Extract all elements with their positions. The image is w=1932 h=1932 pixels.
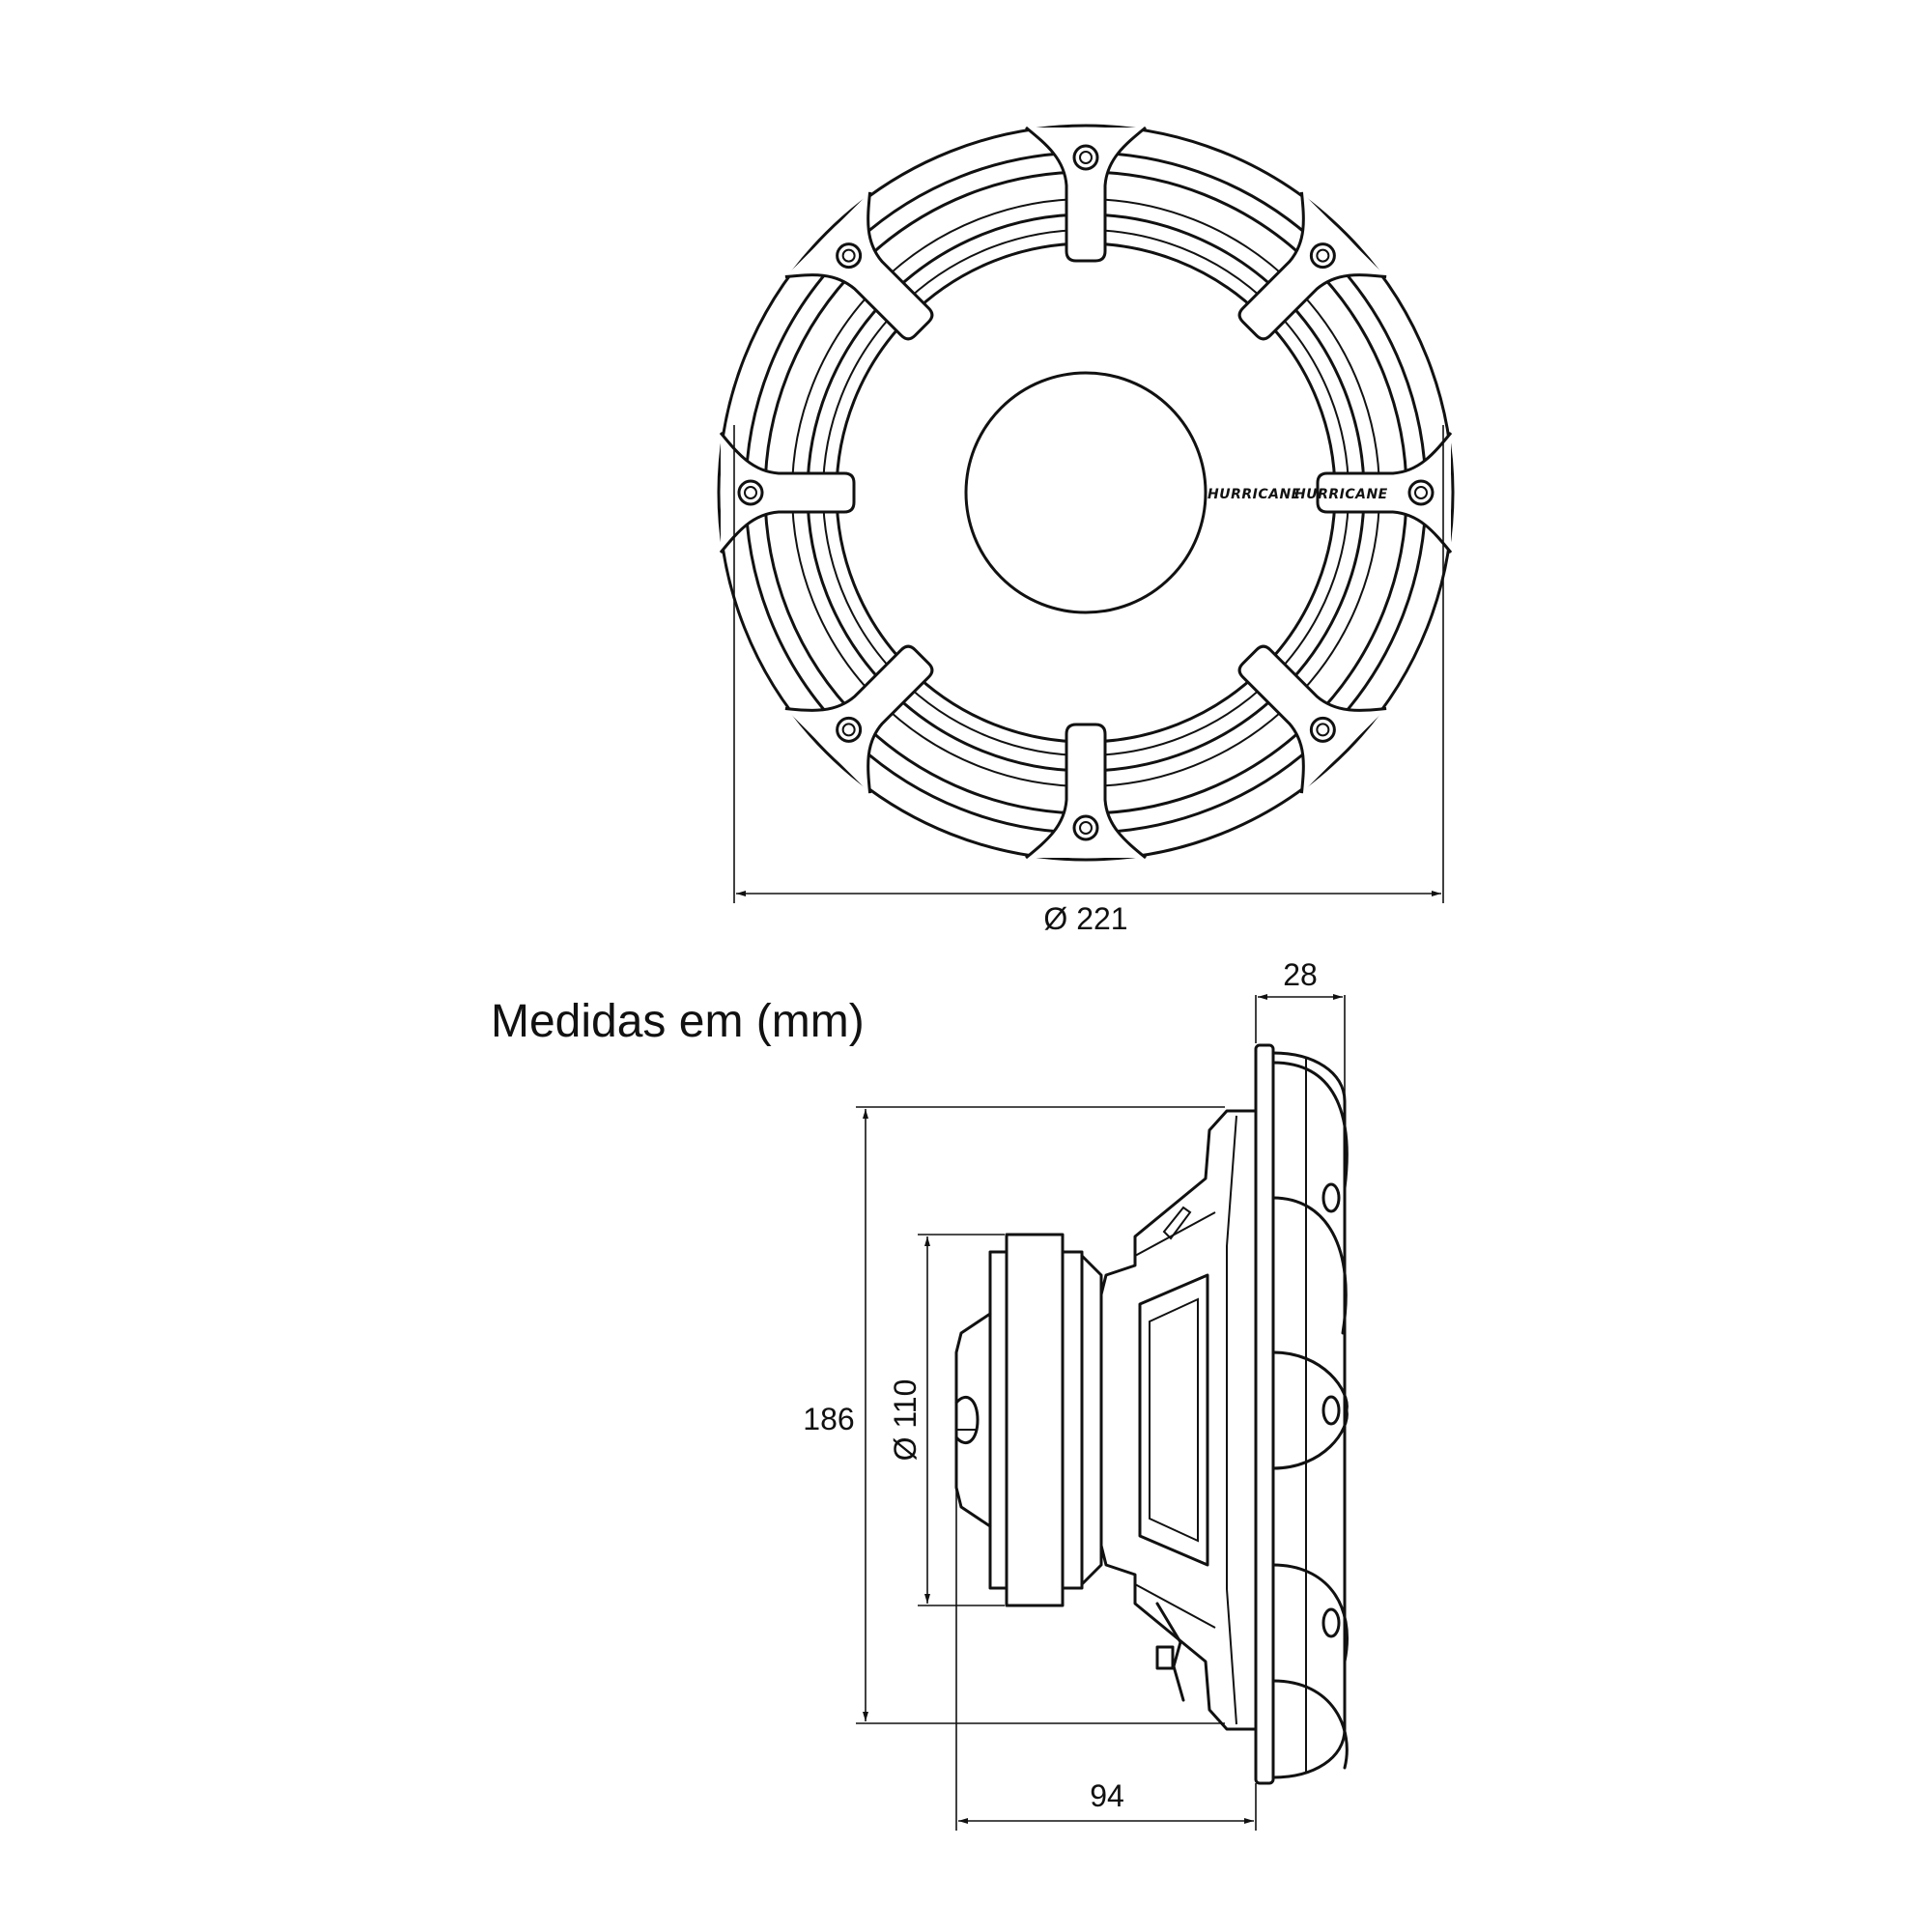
spoke: [1025, 723, 1147, 860]
spoke: [784, 644, 934, 794]
flange-depth-label: 28: [1283, 957, 1318, 992]
vent-bump: [954, 1396, 980, 1444]
mounting-hole: [1072, 144, 1099, 171]
mounting-flange: [1254, 1043, 1275, 1785]
dimension-total-depth: 94: [955, 1439, 1257, 1831]
overall-height-label: 186: [803, 1402, 854, 1436]
brand-label-left: HURRICANE: [1208, 487, 1301, 502]
top-plate: [1061, 1250, 1084, 1590]
outer-diameter-label: Ø 221: [1043, 901, 1127, 936]
spoke: [719, 432, 856, 554]
mounting-hole: [1407, 479, 1435, 506]
dust-cap: [964, 371, 1208, 614]
motor-frame-cone: [1080, 1254, 1103, 1586]
units-note: Medidas em (mm): [491, 996, 865, 1047]
dimension-magnet-diameter: Ø 110: [888, 1234, 1005, 1606]
mounting-hole: [1309, 716, 1336, 743]
brand-label-right: HURRICANE: [1294, 487, 1388, 502]
spoke: [1025, 126, 1147, 263]
spoke: [1316, 432, 1453, 554]
spoke: [1237, 191, 1387, 341]
total-depth-label: 94: [1090, 1778, 1124, 1813]
magnet: [1005, 1233, 1065, 1607]
basket-window: [1138, 1273, 1209, 1567]
spoke: [784, 191, 934, 341]
mounting-hole: [737, 479, 764, 506]
dimension-overall-height: 186: [803, 1106, 1225, 1724]
rear-cap: [954, 1312, 992, 1528]
outer-frame-ring: [717, 124, 1455, 862]
mounting-hole: [836, 242, 863, 270]
front-view: HURRICANE HURRICANE: [717, 124, 1455, 862]
magnet-diameter-label: Ø 110: [888, 1379, 923, 1462]
side-view: [954, 1043, 1349, 1785]
dimension-flange-depth: 28: [1255, 957, 1346, 1121]
mounting-hole: [1072, 814, 1099, 841]
mounting-hole: [1309, 242, 1336, 270]
bottom-plate: [988, 1250, 1009, 1590]
dimension-outer-diameter: Ø 221: [733, 425, 1444, 936]
flange-rim: [1271, 1051, 1347, 1779]
mounting-hole: [836, 716, 863, 743]
basket-spokes: [719, 126, 1453, 860]
spoke: [1237, 644, 1387, 794]
grille-lugs: [1271, 1061, 1349, 1770]
brand-label-strip: HURRICANE HURRICANE: [1208, 487, 1388, 502]
terminal: [1155, 1602, 1185, 1702]
